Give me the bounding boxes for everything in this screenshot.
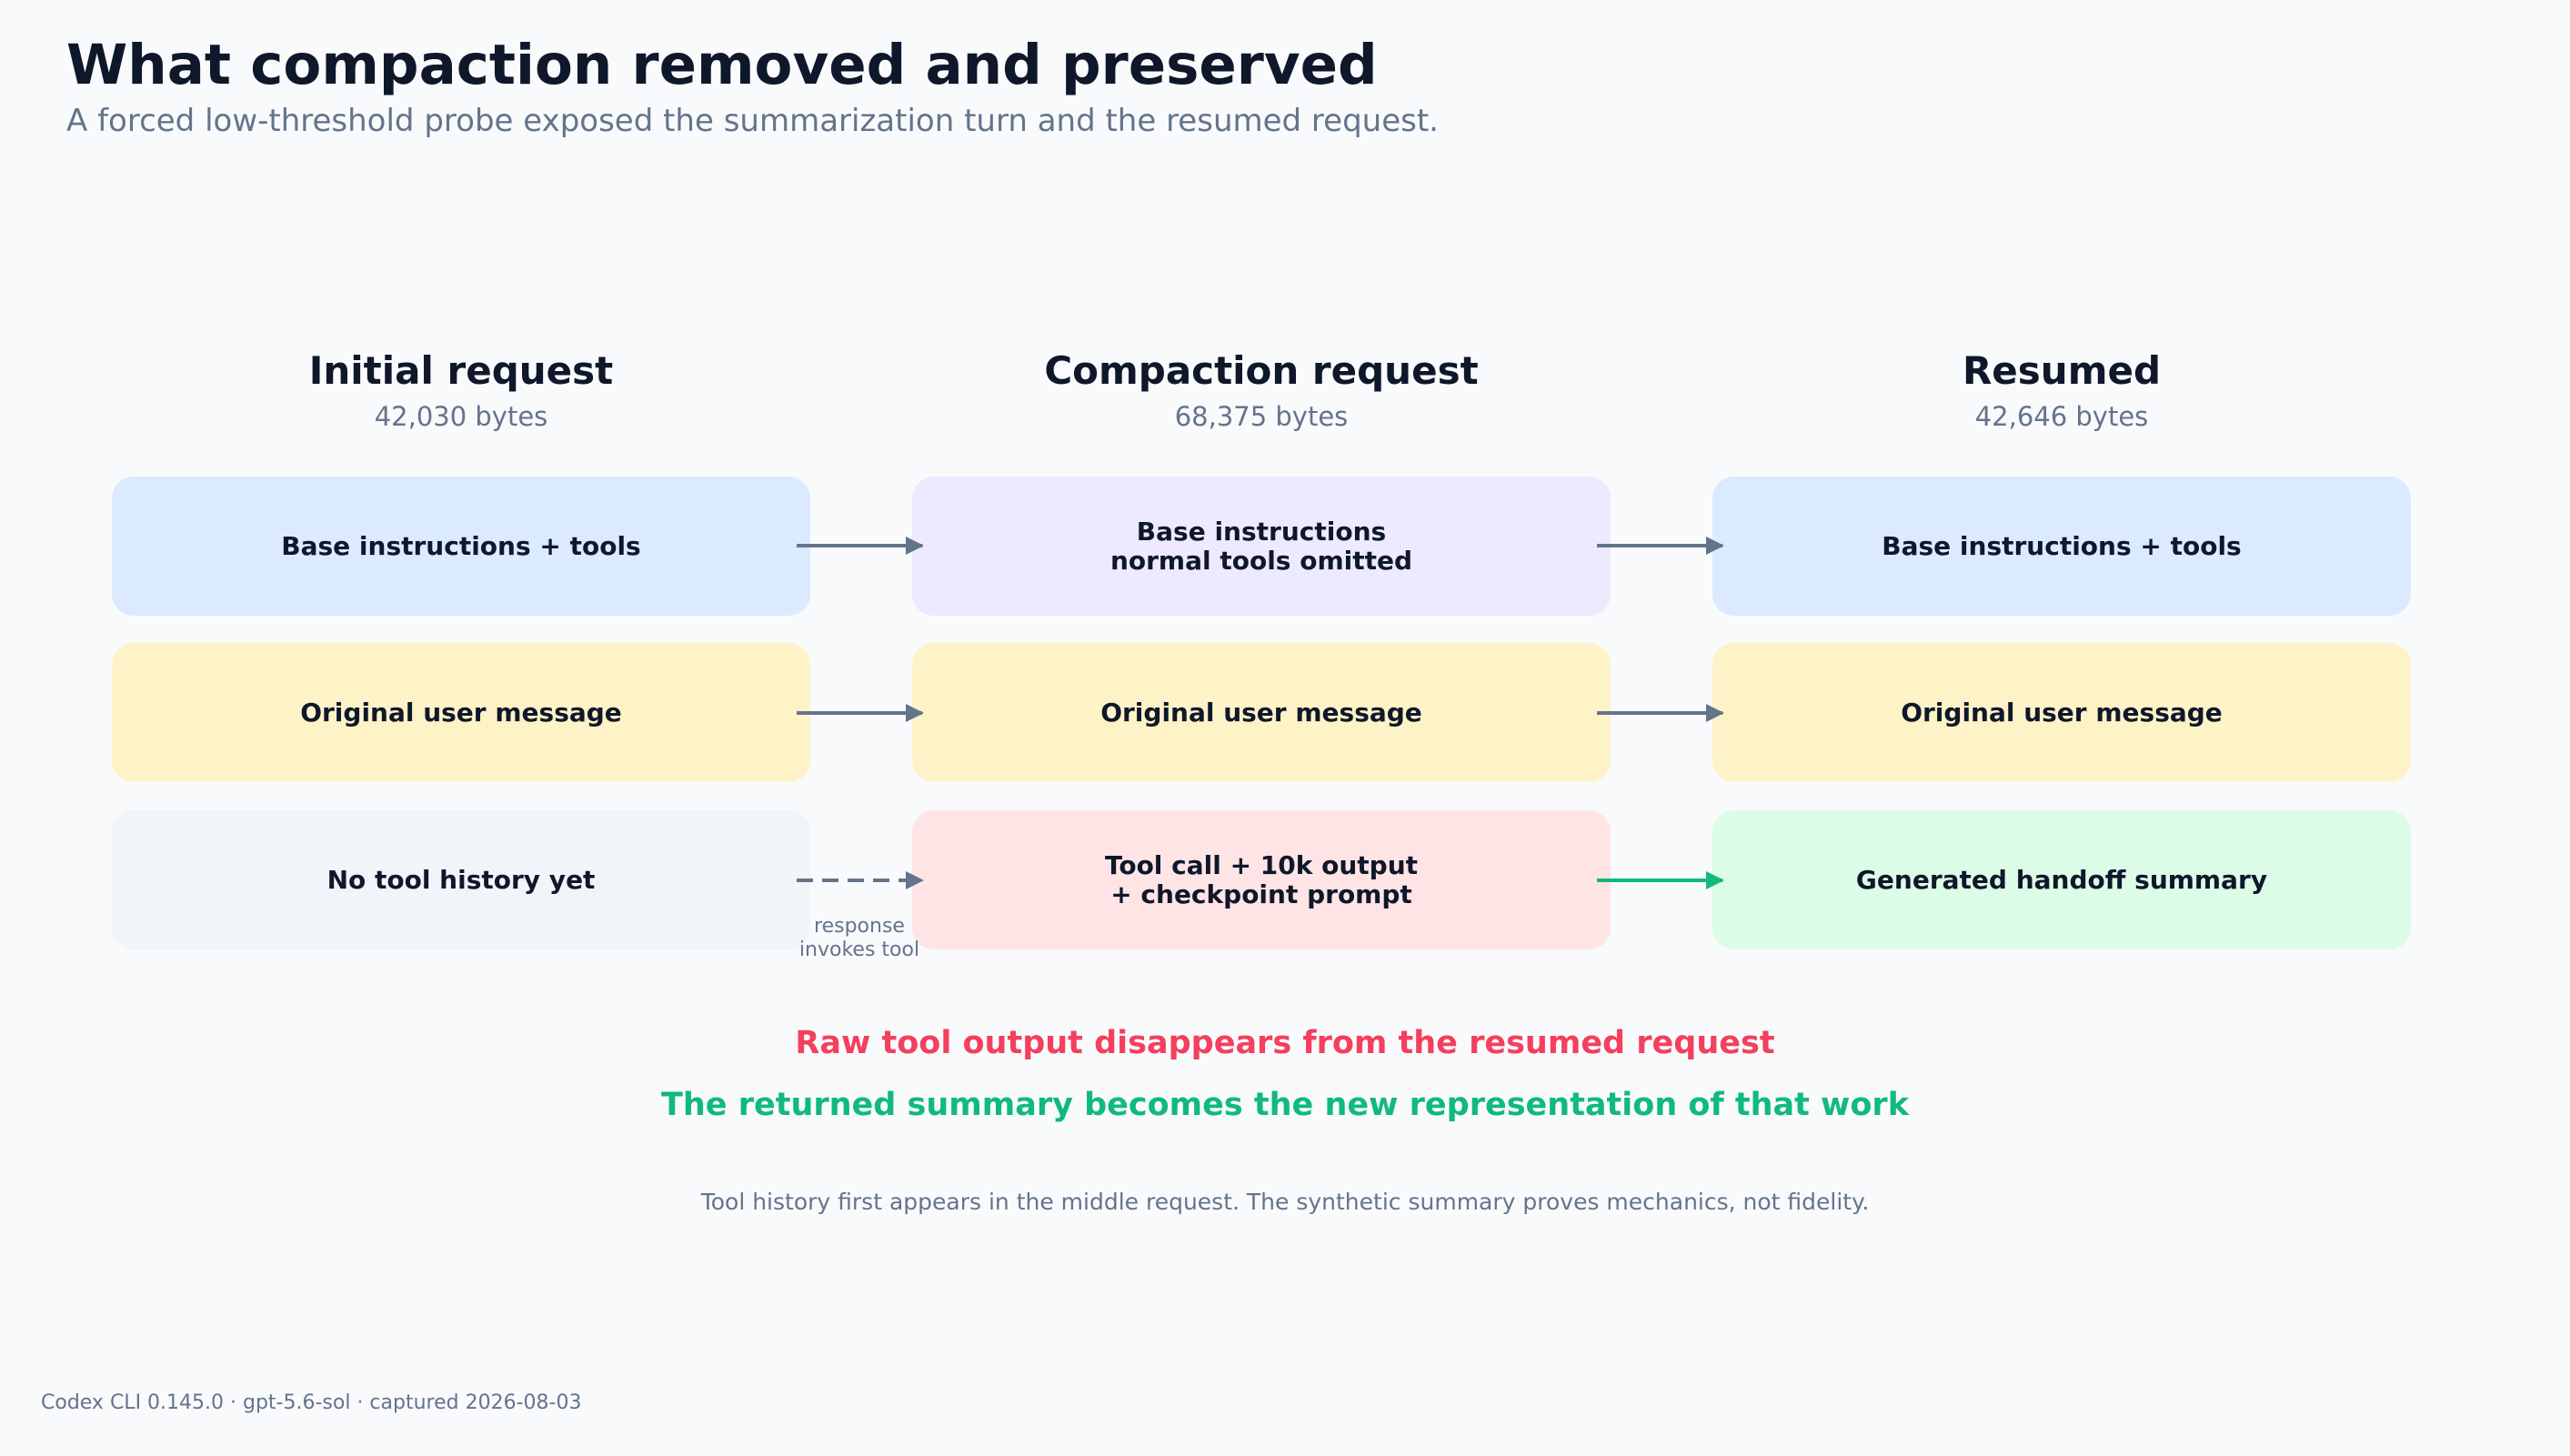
removed-message: Raw tool output disappears from the resu… <box>795 1025 1775 1061</box>
box-initial-no-tool-history: No tool history yet <box>112 810 810 949</box>
footnote: Tool history first appears in the middle… <box>700 1189 1870 1215</box>
column-bytes: 42,646 bytes <box>1974 401 2149 432</box>
box-compaction-tool-call: Tool call + 10k output + checkpoint prom… <box>912 810 1611 949</box>
arrow-annotation: response invokes tool <box>767 915 952 962</box>
box-label-line-1: Tool call + 10k output <box>1104 849 1419 880</box>
page-subtitle: A forced low-threshold probe exposed the… <box>66 103 1439 139</box>
column-title: Initial request <box>308 348 614 393</box>
box-label: Base instructions + tools <box>281 530 641 561</box>
box-resumed-base-instructions: Base instructions + tools <box>1712 477 2411 616</box>
box-label-line-1: Base instructions <box>1136 516 1387 547</box>
column-title: Resumed <box>1962 348 2162 393</box>
box-label: Original user message <box>1100 697 1422 728</box>
box-label: Original user message <box>300 697 622 728</box>
arrow-annotation-line-1: response <box>814 915 905 938</box>
box-label-line-2: normal tools omitted <box>1109 545 1413 576</box>
box-label-line-2: + checkpoint prompt <box>1110 879 1412 909</box>
preserved-message: The returned summary becomes the new rep… <box>661 1087 1909 1123</box>
box-resumed-user-message: Original user message <box>1712 643 2411 782</box>
capture-footer: Codex CLI 0.145.0 · gpt-5.6-sol · captur… <box>41 1391 582 1414</box>
box-resumed-handoff-summary: Generated handoff summary <box>1712 810 2411 949</box>
column-bytes: 42,030 bytes <box>374 401 548 432</box>
box-compaction-user-message: Original user message <box>912 643 1611 782</box>
box-label: No tool history yet <box>326 864 596 895</box>
box-compaction-base-instructions: Base instructions normal tools omitted <box>912 477 1611 616</box>
box-initial-base-instructions: Base instructions + tools <box>112 477 810 616</box>
page-title: What compaction removed and preserved <box>66 33 1378 97</box>
box-label: Base instructions + tools <box>1882 530 2242 561</box>
box-initial-user-message: Original user message <box>112 643 810 782</box>
column-title: Compaction request <box>1044 348 1479 393</box>
arrow-annotation-line-2: invokes tool <box>798 939 920 961</box>
column-bytes: 68,375 bytes <box>1174 401 1349 432</box>
box-label: Generated handoff summary <box>1855 864 2268 895</box>
box-label: Original user message <box>1901 697 2223 728</box>
